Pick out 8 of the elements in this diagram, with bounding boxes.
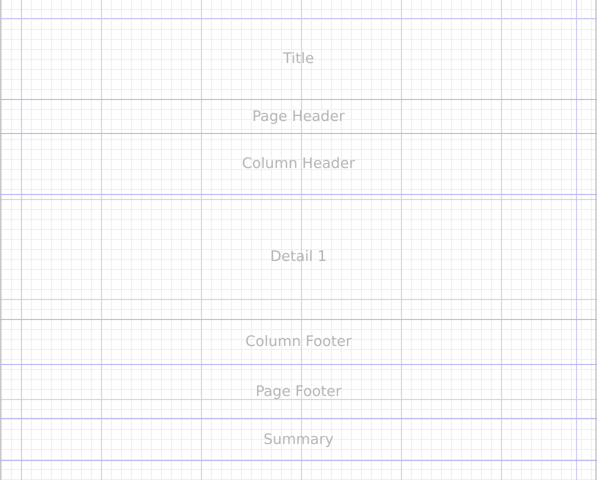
band-name: Detail 1 [270, 249, 327, 265]
report-band [0, 18, 597, 100]
band-name: Page Header [252, 108, 345, 124]
band-name: Summary [263, 432, 334, 448]
band-name: Page Footer [256, 384, 342, 400]
band-name: Title [282, 51, 314, 67]
band-name: Column Footer [245, 334, 352, 350]
band-name: Column Header [242, 156, 355, 172]
